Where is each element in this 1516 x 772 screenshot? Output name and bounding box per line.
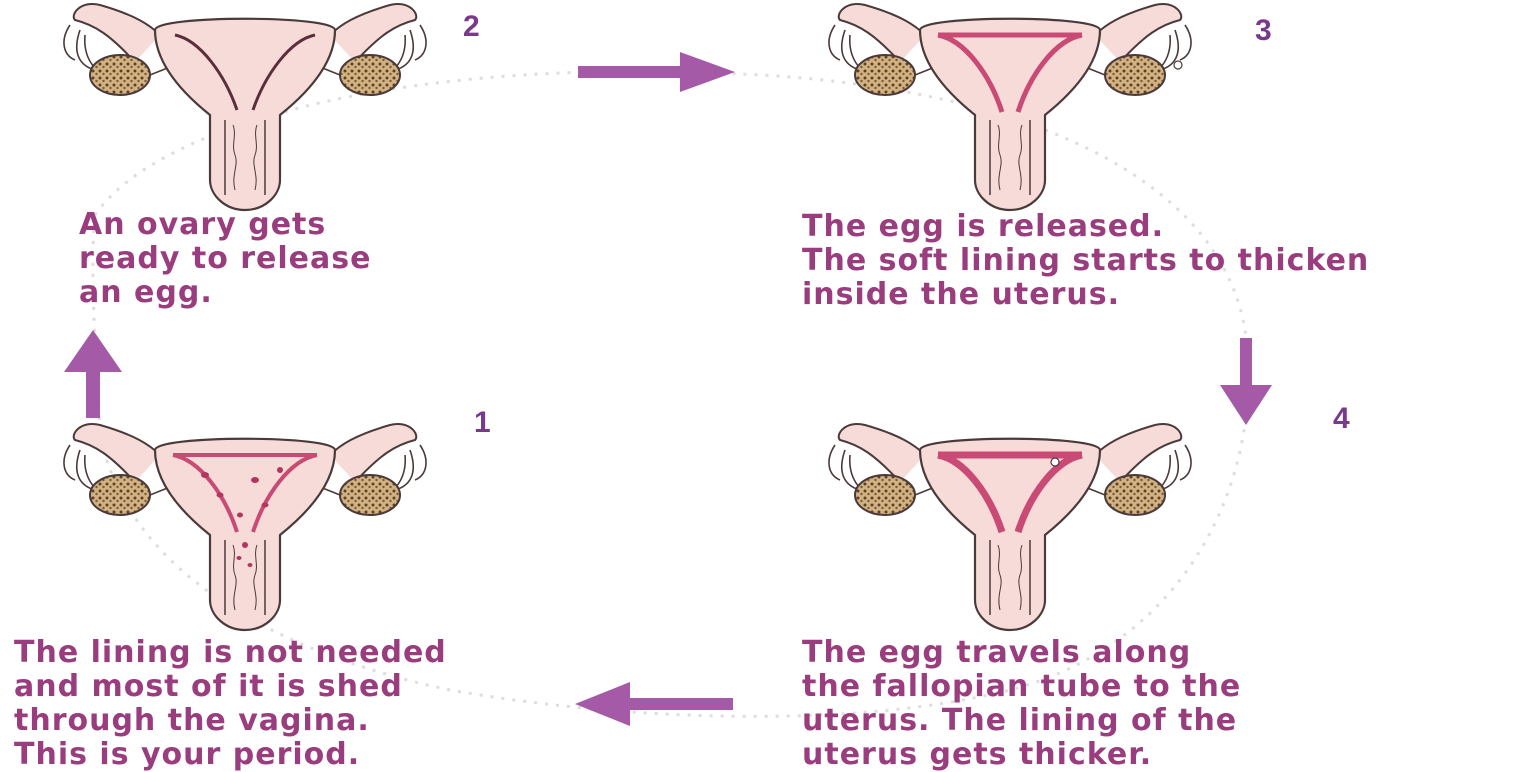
caption-step-3-line-3: inside the uterus. <box>802 278 1369 312</box>
step-number-3: 3 <box>1255 16 1272 46</box>
step-number-2: 2 <box>463 12 480 42</box>
caption-step-1-line-2: and most of it is shed <box>14 670 447 704</box>
step-number-4: 4 <box>1333 404 1350 434</box>
uterus-step-1 <box>64 424 426 630</box>
caption-step-3-line-2: The soft lining starts to thicken <box>802 244 1369 278</box>
arrow-left <box>575 682 733 726</box>
caption-step-2: An ovary gets ready to release an egg. <box>79 208 371 310</box>
caption-step-3: The egg is released. The soft lining sta… <box>802 210 1369 312</box>
caption-step-4-line-3: uterus. The lining of the <box>802 704 1241 738</box>
caption-step-2-line-2: ready to release <box>79 242 371 276</box>
uterus-step-2 <box>64 4 426 210</box>
caption-step-1: The lining is not needed and most of it … <box>14 636 447 772</box>
arrow-up <box>64 330 122 418</box>
uterus-step-4 <box>829 424 1191 630</box>
arrow-down <box>1220 338 1272 425</box>
caption-step-2-line-3: an egg. <box>79 276 371 310</box>
caption-step-4-line-1: The egg travels along <box>802 636 1241 670</box>
caption-step-3-line-1: The egg is released. <box>802 210 1369 244</box>
caption-step-4-line-4: uterus gets thicker. <box>802 738 1241 772</box>
uterus-step-3 <box>829 4 1191 210</box>
caption-step-2-line-1: An ovary gets <box>79 208 371 242</box>
step-number-1: 1 <box>474 408 491 438</box>
caption-step-4-line-2: the fallopian tube to the <box>802 670 1241 704</box>
caption-step-4: The egg travels along the fallopian tube… <box>802 636 1241 772</box>
caption-step-1-line-1: The lining is not needed <box>14 636 447 670</box>
caption-step-1-line-4: This is your period. <box>14 738 447 772</box>
caption-step-1-line-3: through the vagina. <box>14 704 447 738</box>
arrow-right <box>578 52 735 92</box>
